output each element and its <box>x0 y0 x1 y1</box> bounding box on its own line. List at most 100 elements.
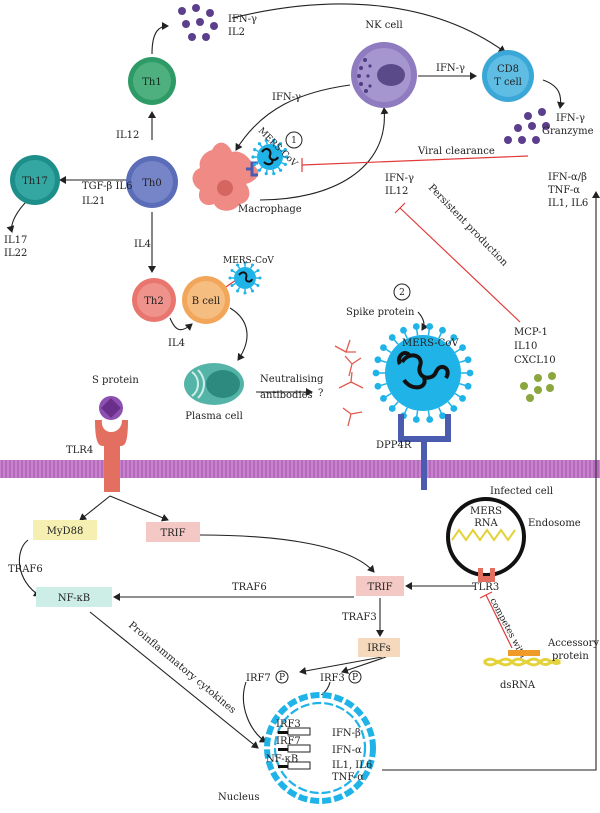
viral-clearance-label: Viral clearance <box>417 146 495 157</box>
endosome-label: Endosome <box>528 518 581 529</box>
traf3-label: TRAF3 <box>342 612 377 623</box>
virus-b-cell: MERS-CoV <box>223 256 274 295</box>
virus-spike-tip <box>464 356 472 364</box>
ifn-gamma-granzyme-label: IFN-γ <box>556 113 585 124</box>
virus-spike-tip <box>251 289 254 293</box>
mers-cov-virus-main: MERS-CoV <box>372 323 474 423</box>
irf3p-label: IRF3 <box>320 673 345 684</box>
s-protein-label: S protein <box>92 375 139 386</box>
accessory-label: Accessory <box>547 638 599 649</box>
marker-2-label: 2 <box>399 288 405 298</box>
nucleus-tnf-alpha-label: TNF-α <box>332 772 364 783</box>
th0-cell: Th0 <box>126 156 178 208</box>
tnf-alpha-label: TNF-α <box>548 185 580 196</box>
tgf-beta-il6-label: TGF-β IL6 <box>82 181 132 192</box>
dsrna-label: dsRNA <box>500 680 536 691</box>
dpp4r-label: DPP4R <box>376 440 412 451</box>
dsrna <box>482 650 562 667</box>
nucleus-il1-il6-label: IL1, IL6 <box>332 760 372 771</box>
p-label-irf3: P <box>352 673 358 683</box>
th17-cell: Th17 <box>10 155 60 205</box>
mers-rna-label: MERS <box>470 506 502 517</box>
virus-spike-tip <box>283 162 287 166</box>
nfkb-box: NF-κB <box>36 587 112 607</box>
ifn-gamma-macrophage-label: IFN-γ <box>272 92 301 103</box>
th2-label: Th2 <box>144 296 163 307</box>
nucleus-irf3-label: IRF3 <box>276 719 301 730</box>
virus-spike-tip <box>439 412 446 420</box>
s-protein <box>99 396 123 420</box>
il12-label: IL12 <box>116 130 139 141</box>
macrophage: Macrophage <box>192 142 302 215</box>
ifn-gamma-persistent-label: IFN-γ <box>385 173 414 184</box>
virus-spike-tip <box>426 416 434 423</box>
th2-cell: Th2 <box>132 278 176 322</box>
infected-cell-label: Infected cell <box>490 486 553 497</box>
traf6-left-label: TRAF6 <box>8 564 43 575</box>
marker-2: 2 <box>393 283 411 301</box>
virus-spike-tip <box>439 326 446 334</box>
accessory-protein-bar <box>508 650 540 656</box>
question-mark: ? <box>318 388 323 399</box>
mcp1-label: MCP-1 <box>514 327 548 338</box>
endosome: MERS RNA Endosome <box>446 497 581 577</box>
marker-1: 1 <box>285 131 303 149</box>
virus-spike-tip <box>257 168 262 172</box>
virus-spike-tip <box>283 148 287 152</box>
virus-spike-tip <box>256 284 260 287</box>
nk-cell-label: NK cell <box>365 20 402 31</box>
irfs-box: IRFs <box>358 638 400 657</box>
nfkb-label: NF-κB <box>58 593 90 604</box>
p-label-irf7: P <box>279 673 285 683</box>
virus-spike-tip <box>388 405 396 412</box>
trif-top-label: TRIF <box>160 528 185 539</box>
phospho-irf3: P <box>348 670 362 684</box>
virus-spike-tip <box>258 276 262 280</box>
virus-spike-tip <box>272 171 276 176</box>
traf6-mid-label: TRAF6 <box>232 582 267 593</box>
il4-label-th2: IL4 <box>168 338 185 349</box>
th17-label: Th17 <box>22 176 48 187</box>
irfs-label: IRFs <box>367 643 391 654</box>
virus-spike-tip <box>459 395 466 402</box>
il4-label-th0: IL4 <box>134 239 151 250</box>
virus-spike-tip <box>426 323 434 330</box>
virus-spike-tip <box>459 344 466 351</box>
antibodies-label: antibodies <box>260 390 313 401</box>
antibody-icons <box>334 339 364 427</box>
granzyme-label: Granzyme <box>542 126 594 137</box>
rna-label: RNA <box>474 518 498 529</box>
trif-mid-box: TRIF <box>356 576 404 596</box>
virus-spike-tip <box>257 142 262 146</box>
il1-il6-label: IL1, IL6 <box>548 198 588 209</box>
trif-mid-label: TRIF <box>367 582 392 593</box>
trif-top-box: TRIF <box>146 522 200 542</box>
plasma-cell: Plasma cell <box>184 363 244 422</box>
virus-spike-tip <box>272 138 276 143</box>
plasma-cell-label: Plasma cell <box>185 411 243 422</box>
th0-label: Th0 <box>142 178 161 189</box>
virus-spike-tip <box>400 326 407 334</box>
il12-persistent-label: IL12 <box>385 186 408 197</box>
cxcl10-label: CXCL10 <box>514 355 556 366</box>
il2-label: IL2 <box>228 27 245 38</box>
virus-spike-tip <box>236 289 239 293</box>
b-cell: B cell <box>182 276 230 324</box>
virus-spike-tip <box>251 263 254 267</box>
connector-arrows <box>6 3 600 771</box>
nucleus-label: Nucleus <box>218 792 259 803</box>
myd88-box: MyD88 <box>33 520 97 540</box>
macrophage-label: Macrophage <box>238 204 302 215</box>
tlr4-label: TLR4 <box>66 445 93 456</box>
ifn-gamma-nk-label: IFN-γ <box>436 63 465 74</box>
dpp4r-receptor <box>398 414 451 490</box>
tlr4-receptor <box>95 420 128 492</box>
virus-spike-tip <box>228 276 232 280</box>
virus-spike-tip <box>251 155 255 159</box>
virus-spike-tip <box>278 142 283 146</box>
granzyme-dots <box>504 108 550 144</box>
cytokine-dots-green <box>520 372 556 402</box>
virus-spike-tip <box>243 261 247 265</box>
virus-spike-tip <box>256 269 260 272</box>
